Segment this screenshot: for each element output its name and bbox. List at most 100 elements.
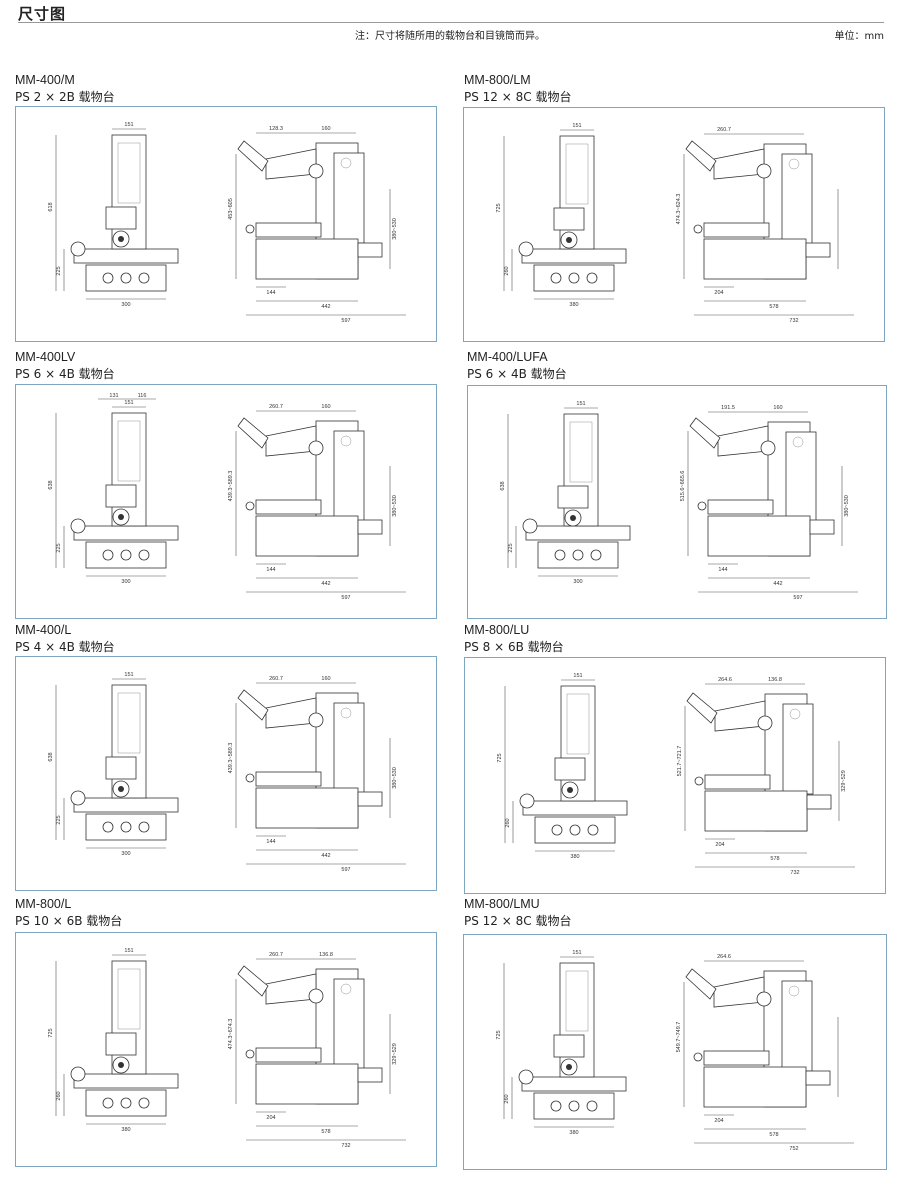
column	[111, 684, 147, 799]
model-name: MM-400LV	[15, 350, 76, 364]
control-knob	[102, 821, 114, 833]
dim-height-range: 439.3~589.3	[228, 743, 234, 774]
lamp-icon	[340, 983, 352, 995]
control-knob	[550, 1100, 562, 1112]
column	[559, 135, 595, 250]
side-stage	[703, 222, 770, 238]
dim-stage-height: 225	[508, 543, 514, 552]
dim-base-c: 597	[793, 595, 802, 601]
dimension-note: 注：尺寸将随所用的载物台和目镜筒而异。	[355, 31, 545, 42]
eyepiece	[686, 692, 718, 724]
column-panel	[117, 142, 141, 204]
dim-base-b: 442	[321, 304, 330, 310]
model-name: MM-400/M	[15, 73, 75, 87]
optical-head	[105, 1032, 137, 1056]
control-knob	[569, 824, 581, 836]
stage	[73, 248, 179, 264]
dim-side-top-b: 136.8	[319, 952, 333, 958]
side-stage	[255, 499, 322, 515]
dim-side-top-a: 191.5	[721, 405, 735, 411]
eyepiece	[685, 968, 717, 1000]
side-connector	[357, 519, 383, 535]
eyepiece	[237, 965, 269, 997]
dim-base-a: 204	[266, 1115, 275, 1121]
side-connector	[805, 1070, 831, 1086]
side-base	[255, 515, 359, 557]
optical-head	[557, 485, 589, 509]
control-knob	[120, 821, 132, 833]
column	[563, 413, 599, 527]
dim-right-range: 329~529	[392, 1043, 398, 1065]
panel-mm-800-l: MM-800/L PS 10 × 6B 载物台	[15, 896, 122, 930]
arm	[713, 148, 765, 180]
dim-total-height: 725	[497, 753, 503, 762]
side-display	[782, 703, 814, 795]
stage-knob	[697, 501, 707, 511]
lamp-icon	[340, 157, 352, 169]
eyepiece	[685, 140, 717, 172]
eyepiece	[237, 417, 269, 449]
stage-knob	[245, 773, 255, 783]
dim-top-width: 151	[124, 122, 133, 128]
side-connector	[809, 519, 835, 535]
dim-stage-height: 260	[504, 1094, 510, 1103]
panel-mm-400-l: MM-400/L PS 4 × 4B 载物台	[15, 622, 115, 656]
dim-base-a: 144	[266, 290, 275, 296]
lamp-icon	[789, 708, 801, 720]
control-knob	[568, 1100, 580, 1112]
control-knob	[120, 549, 132, 561]
unit-label: 单位：mm	[834, 31, 884, 42]
column	[560, 685, 596, 802]
dim-side-top-a: 264.6	[718, 677, 732, 683]
optical-head	[105, 756, 137, 780]
column	[559, 962, 595, 1078]
dim-base-b: 442	[321, 581, 330, 587]
lamp-icon	[340, 707, 352, 719]
arm	[265, 425, 317, 457]
dim-side-top-b: 160	[321, 126, 330, 132]
dim-top-width: 151	[572, 123, 581, 129]
stage-name: PS 8 × 6B 载物台	[464, 640, 564, 654]
dim-side-top-a: 260.7	[269, 952, 283, 958]
stage-handle	[70, 790, 86, 806]
lamp-icon	[788, 158, 800, 170]
arm	[717, 425, 769, 457]
column-panel	[569, 421, 593, 483]
dim-top-width: 151	[124, 948, 133, 954]
side-connector	[357, 791, 383, 807]
stage-handle	[522, 518, 538, 534]
dim-base-a: 204	[715, 842, 724, 848]
dim-base-width: 380	[569, 1130, 578, 1136]
dim-height-range: 439.3~589.3	[228, 471, 234, 502]
objective	[118, 514, 124, 520]
dim-stage-height: 260	[56, 1091, 62, 1100]
objective	[118, 786, 124, 792]
focus-knob	[308, 988, 324, 1004]
control-knob	[120, 1097, 132, 1109]
dim-base-a: 144	[718, 567, 727, 573]
control-knob	[138, 549, 150, 561]
stage-name: PS 6 × 4B 载物台	[15, 367, 115, 381]
focus-knob	[760, 440, 776, 456]
dim-total-height: 618	[48, 202, 54, 211]
stage-name: PS 6 × 4B 载物台	[467, 367, 567, 381]
column-panel	[117, 968, 141, 1030]
control-knob	[102, 1097, 114, 1109]
lamp-icon	[788, 985, 800, 997]
dim-base-a: 204	[714, 290, 723, 296]
control-knob	[120, 272, 132, 284]
side-connector	[806, 794, 832, 810]
side-stage	[255, 771, 322, 787]
dim-side-top-a: 264.6	[717, 954, 731, 960]
